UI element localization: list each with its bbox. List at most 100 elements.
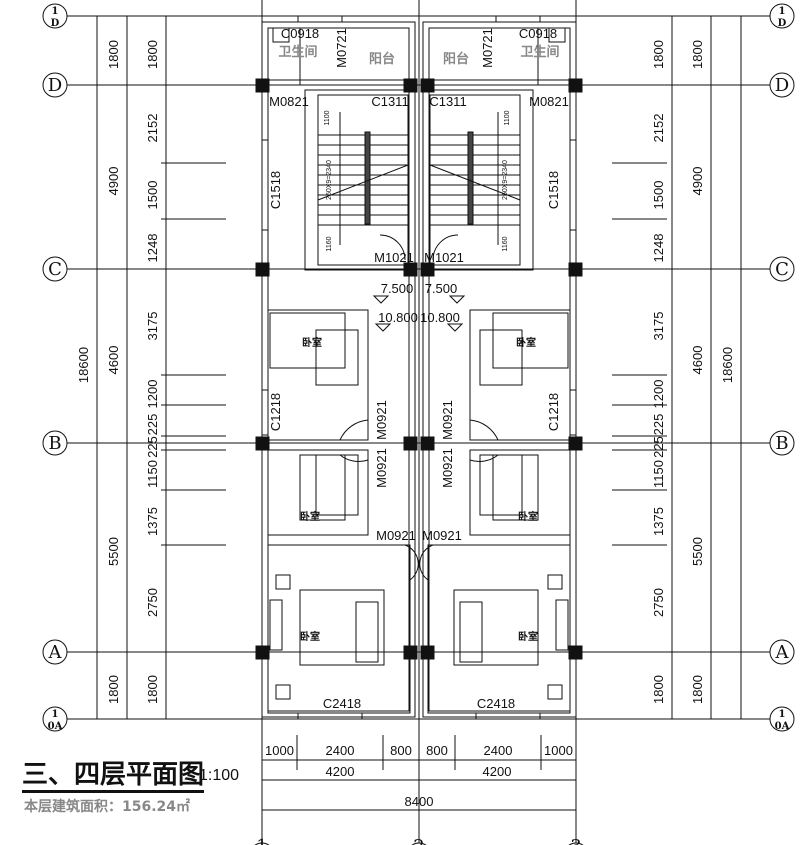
column — [255, 436, 270, 451]
dim-detail: 1800 — [145, 675, 160, 704]
pillow — [355, 601, 379, 663]
axis-label-num: 1 — [52, 6, 59, 17]
stair-rail — [364, 131, 371, 225]
axis-bubble — [769, 256, 795, 282]
axis-label: A — [775, 642, 790, 663]
right-unit-side-window: C1518 — [546, 171, 561, 209]
bedroom-2 — [267, 449, 369, 536]
column — [403, 436, 418, 451]
dim-detail: 1800 — [145, 40, 160, 69]
dim-total-bottom: 8400 — [405, 794, 434, 809]
axis-label: B — [775, 433, 788, 454]
left-unit-door1: M0921 — [374, 400, 389, 440]
bed-3 — [299, 589, 385, 666]
axis-bubble — [42, 256, 68, 282]
door-swing — [339, 419, 369, 441]
bed-1 — [269, 312, 346, 369]
right-unit-bathroom: 卫生间 — [520, 44, 559, 59]
right-unit-balcony-door: M0721 — [480, 28, 495, 68]
dim-detail: 2750 — [651, 588, 666, 617]
column — [403, 645, 418, 660]
dim-detail: 1200 — [145, 380, 160, 409]
dim-total: 18600 — [76, 347, 91, 383]
axis-label-num: 1 — [52, 709, 59, 720]
axis-label: D — [48, 75, 62, 96]
dim-middle: 4600 — [690, 346, 705, 375]
axis-label-den: D — [778, 18, 787, 29]
axis-label: C — [48, 259, 62, 280]
axis-col-label: 2 — [413, 836, 424, 845]
wardrobe-1 — [315, 329, 359, 386]
left-unit-stair-door: M1021 — [374, 250, 414, 265]
dim-detail: 1500 — [145, 181, 160, 210]
stair-break — [317, 164, 409, 201]
dim-detail: 1248 — [651, 234, 666, 263]
sink — [272, 27, 290, 43]
dim-detail: 225 — [145, 436, 160, 458]
dim-bottom: 1000 — [265, 743, 294, 758]
tv-cabinet — [269, 599, 283, 651]
left-unit-walls — [255, 15, 419, 720]
lamp — [275, 574, 291, 590]
right-unit-door3: M0921 — [422, 528, 462, 543]
column — [403, 78, 418, 93]
left-unit-bedroom1: 卧室 — [302, 336, 322, 349]
dim-unit: 4200 — [326, 764, 355, 779]
wardrobe-2 — [315, 454, 359, 516]
dim-bottom: 2400 — [484, 743, 513, 758]
left-unit-balcony-door: M0721 — [334, 28, 349, 68]
column — [255, 645, 270, 660]
dim-bottom: 1000 — [544, 743, 573, 758]
dim-detail: 2152 — [651, 114, 666, 143]
right-unit-window3: C2418 — [477, 696, 515, 711]
right-unit-stair-door: M1021 — [424, 250, 464, 265]
axis-bubble — [769, 639, 795, 665]
left-unit-door3: M0921 — [376, 528, 416, 543]
right-unit-walls — [419, 15, 583, 720]
window-c2418 — [297, 712, 363, 720]
axis-bubble — [42, 639, 68, 665]
left-unit-stair-window: C1311 — [371, 94, 408, 109]
right-unit-bedroom1: 卧室 — [516, 336, 536, 349]
left-unit-bedroom3: 卧室 — [300, 630, 320, 643]
window-c1518 — [261, 139, 269, 231]
window-c0918 — [297, 15, 343, 23]
dim-detail: 3175 — [145, 312, 160, 341]
dim-detail: 1150 — [651, 460, 666, 488]
drawing-scale: 1:100 — [199, 767, 240, 784]
bedroom-1 — [267, 309, 369, 441]
axis-label: B — [48, 433, 61, 454]
axis-label-den: D — [51, 18, 60, 29]
dim-middle: 4600 — [106, 346, 121, 375]
right-unit-elev1: 7.500 — [425, 281, 458, 296]
dim-middle: 1800 — [106, 675, 121, 704]
door-swing — [339, 454, 369, 462]
right-unit-stair-bottom: 1160 — [502, 236, 509, 251]
right-unit-bedroom3: 卧室 — [518, 630, 538, 643]
dim-detail: 1375 — [651, 507, 666, 536]
axis-label-den: 0A — [775, 721, 790, 732]
right-unit-stair-run: 260X9=2340 — [502, 160, 509, 200]
dim-middle: 4900 — [690, 167, 705, 196]
left-unit-window1: C1218 — [268, 393, 283, 431]
grid-lines — [65, 0, 772, 845]
bed-2 — [299, 454, 346, 521]
dim-middle: 4900 — [106, 167, 121, 196]
dim-detail: 225 — [145, 414, 160, 436]
left-unit-balcony: 阳台 — [369, 51, 395, 66]
left-unit-side-window: C1518 — [268, 171, 283, 209]
left-unit-bath-window: C0918 — [281, 26, 319, 41]
dim-detail: 1200 — [651, 380, 666, 409]
left-unit-bedroom2: 卧室 — [300, 510, 320, 523]
axis-bubble — [769, 706, 795, 732]
left-unit-stair-bottom: 1160 — [326, 236, 333, 251]
floor-area: 本层建筑面积：156.24㎡ — [24, 799, 191, 815]
axis-label: C — [775, 259, 789, 280]
left-unit-elev2: 10.800 — [378, 310, 418, 325]
dim-detail: 1500 — [651, 181, 666, 210]
bedroom-3 — [267, 544, 411, 714]
right-unit-door2: M0921 — [440, 448, 455, 488]
elevation-mark — [374, 323, 392, 332]
dim-detail: 225 — [651, 414, 666, 436]
